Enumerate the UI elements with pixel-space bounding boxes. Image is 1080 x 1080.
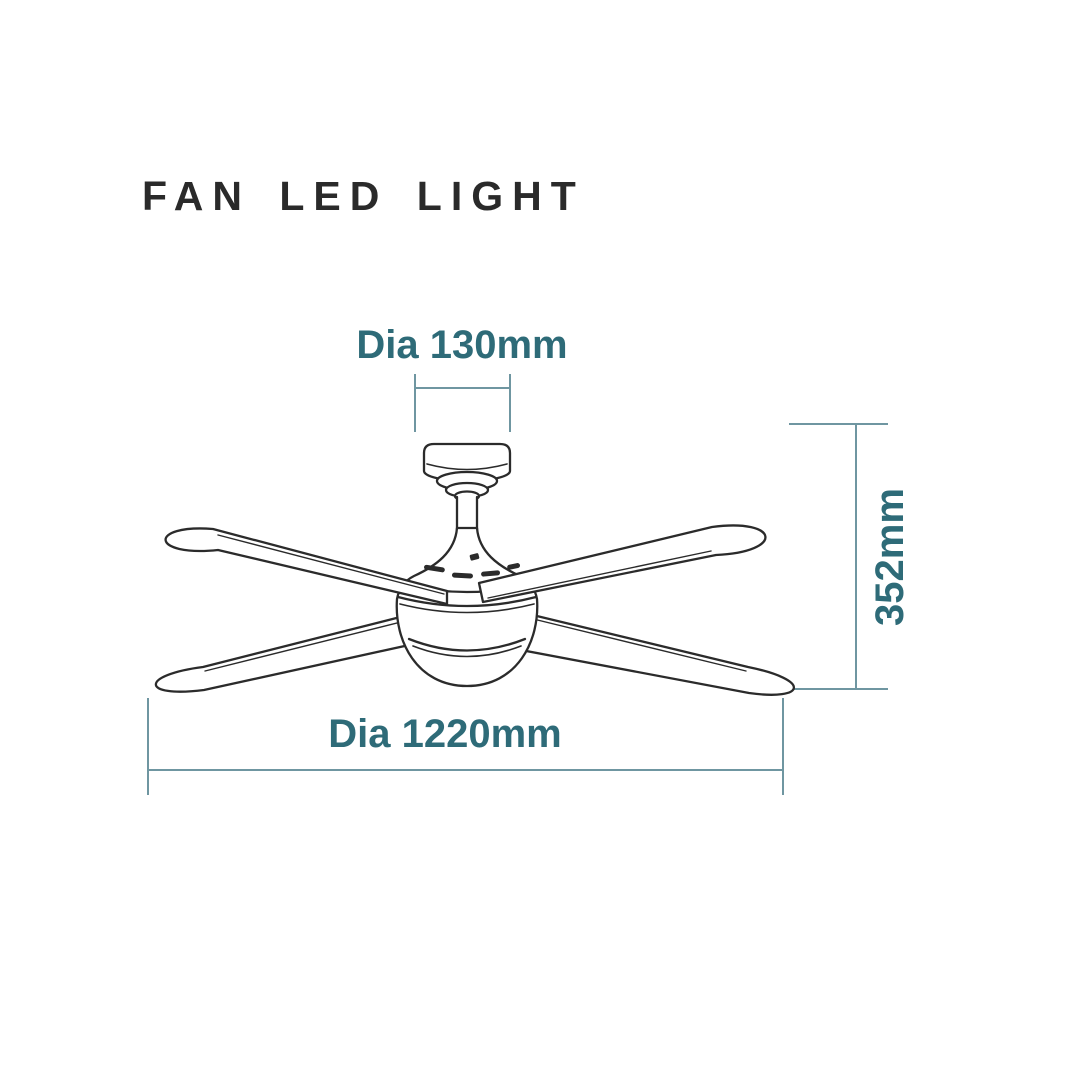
canopy — [422, 442, 512, 502]
canopy-diameter-label: Dia 130mm — [356, 323, 567, 367]
fan-blade-lower-right — [503, 608, 795, 696]
dimension-height: 352mm — [789, 423, 912, 690]
height-label: 352mm — [868, 488, 912, 626]
vent-slots — [424, 553, 521, 579]
blade-edge-line — [217, 534, 445, 595]
fan-blade-upper-left — [164, 527, 449, 606]
motor-band-line — [396, 595, 538, 608]
dome-rim-line — [407, 637, 527, 652]
ceiling-fan-drawing — [154, 442, 795, 696]
blade-edge-line — [204, 616, 422, 672]
canopy-rim-line — [426, 463, 508, 471]
motor-housing — [395, 526, 539, 688]
vent-slot — [507, 563, 521, 570]
blade-edge-line — [487, 550, 712, 599]
vent-slot — [424, 564, 445, 573]
vent-slot — [451, 572, 473, 579]
page-title: FAN LED LIGHT — [142, 173, 585, 219]
light-dome — [407, 637, 527, 658]
fan-blade-upper-right — [477, 524, 767, 604]
vent-slot — [469, 553, 480, 561]
dimension-canopy-diameter: Dia 130mm — [356, 323, 568, 432]
dimension-blade-sweep: Dia 1220mm — [147, 698, 784, 795]
motor-band-line — [399, 603, 535, 614]
fan-blade-lower-left — [154, 610, 434, 693]
blade-sweep-label: Dia 1220mm — [328, 712, 561, 756]
dome-rim-line — [412, 645, 522, 658]
blade-edge-line — [516, 614, 747, 672]
vent-slot — [481, 570, 501, 577]
